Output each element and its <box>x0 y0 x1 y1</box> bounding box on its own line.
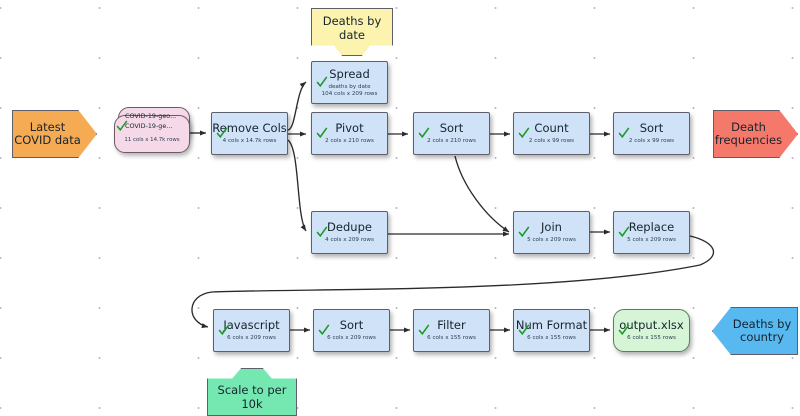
source-file-stats: 11 cols x 14.7k rows <box>124 137 180 143</box>
step-title: Sort <box>639 121 664 135</box>
step-stats: 4 cols x 209 rows <box>325 237 374 243</box>
output-file-stats: 6 cols x 155 rows <box>627 335 676 341</box>
step-num-format[interactable]: Num Format 6 cols x 155 rows <box>513 309 590 352</box>
step-title: Javascript <box>223 318 280 332</box>
step-title: Dedupe <box>327 220 372 234</box>
source-file-node[interactable]: COVID-19-geo... COVID-19-ge... 11 cols x… <box>114 107 194 155</box>
output-terminal-line2: country <box>740 330 784 344</box>
check-icon <box>618 323 630 336</box>
step-javascript[interactable]: Javascript 6 cols x 209 rows <box>213 309 290 352</box>
step-pivot[interactable]: Pivot 2 cols x 210 rows <box>311 112 388 155</box>
edge-sort1-to-join <box>454 155 510 233</box>
check-icon <box>418 323 430 336</box>
note-line1: Deaths by <box>322 13 382 28</box>
note-deaths-by-date[interactable]: Deaths by date <box>311 8 393 56</box>
step-replace[interactable]: Replace 5 cols x 209 rows <box>613 211 690 254</box>
source-file-label-top: COVID-19-geo... <box>125 112 177 120</box>
output-terminal-death-frequencies[interactable]: Death frequencies <box>713 110 798 158</box>
check-icon <box>218 323 230 336</box>
edge-remove-cols-to-dedupe <box>287 139 307 232</box>
note-scale-per-10k[interactable]: Scale to per 10k <box>207 368 297 416</box>
step-subtitle: deaths by date <box>328 83 371 90</box>
source-file-label-bottom: COVID-19-ge... <box>125 122 173 130</box>
step-stats: 2 cols x 210 rows <box>325 138 374 144</box>
input-terminal-latest-covid-data[interactable]: Latest COVID data <box>12 110 97 158</box>
step-sort-3[interactable]: Sort 6 cols x 209 rows <box>313 309 390 352</box>
step-stats: 2 cols x 99 rows <box>628 138 675 144</box>
step-dedupe[interactable]: Dedupe 4 cols x 209 rows <box>311 211 388 254</box>
step-stats: 6 cols x 155 rows <box>427 335 476 341</box>
step-title: Join <box>541 220 562 234</box>
step-count[interactable]: Count 2 cols x 99 rows <box>513 112 590 155</box>
check-icon <box>618 225 630 238</box>
output-file-node[interactable]: output.xlsx 6 cols x 155 rows <box>613 309 690 352</box>
step-stats: 4 cols x 14.7k rows <box>222 138 277 144</box>
check-icon <box>316 126 328 139</box>
output-terminal-deaths-by-country[interactable]: Deaths by country <box>712 307 798 355</box>
step-title: Sort <box>339 318 364 332</box>
step-spread[interactable]: Spread deaths by date 104 cols x 209 row… <box>311 61 388 104</box>
check-icon <box>316 225 328 238</box>
note-line2: 10k <box>241 396 263 411</box>
step-title: Remove Cols <box>212 121 287 135</box>
check-icon <box>318 323 330 336</box>
step-stats: 104 cols x 209 rows <box>321 90 378 97</box>
step-stats: 2 cols x 210 rows <box>427 138 476 144</box>
step-title: Count <box>534 121 569 135</box>
step-stats: 5 cols x 209 rows <box>527 237 576 243</box>
output-terminal-line1: Deaths by <box>732 317 792 331</box>
input-terminal-line1: Latest <box>29 120 66 134</box>
step-stats: 5 cols x 209 rows <box>627 237 676 243</box>
step-title: Spread <box>329 66 370 81</box>
step-remove-cols[interactable]: Remove Cols 4 cols x 14.7k rows <box>211 112 288 155</box>
check-icon <box>316 75 328 88</box>
edge-remove-cols-to-spread <box>287 81 307 131</box>
step-join[interactable]: Join 5 cols x 209 rows <box>513 211 590 254</box>
output-terminal-line2: frequencies <box>714 133 783 147</box>
step-title: Sort <box>439 121 464 135</box>
check-icon <box>116 120 128 133</box>
input-terminal-line2: COVID data <box>14 133 81 147</box>
output-terminal-line1: Death <box>731 120 766 134</box>
check-icon <box>518 126 530 139</box>
step-stats: 6 cols x 209 rows <box>327 335 376 341</box>
check-icon <box>518 225 530 238</box>
step-title: Pivot <box>335 121 364 135</box>
step-title: Filter <box>437 318 466 332</box>
check-icon <box>618 126 630 139</box>
note-line1: Scale to per <box>217 382 287 397</box>
step-stats: 6 cols x 155 rows <box>527 335 576 341</box>
step-stats: 2 cols x 99 rows <box>528 138 575 144</box>
note-line2: date <box>339 27 365 42</box>
step-sort-2[interactable]: Sort 2 cols x 99 rows <box>613 112 690 155</box>
check-icon <box>518 323 530 336</box>
check-icon <box>418 126 430 139</box>
step-stats: 6 cols x 209 rows <box>227 335 276 341</box>
step-sort-1[interactable]: Sort 2 cols x 210 rows <box>413 112 490 155</box>
step-title: Replace <box>628 220 675 234</box>
step-filter[interactable]: Filter 6 cols x 155 rows <box>413 309 490 352</box>
check-icon <box>216 126 228 139</box>
